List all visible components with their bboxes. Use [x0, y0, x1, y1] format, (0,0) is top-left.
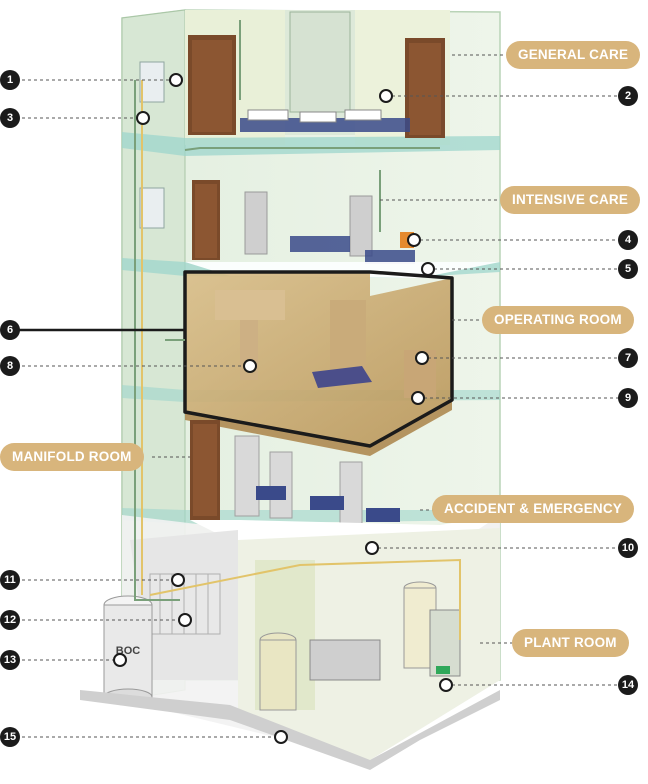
marker-4: 4: [618, 230, 638, 250]
pin-14: [439, 678, 453, 692]
label-plant-room: PLANT ROOM: [512, 629, 629, 657]
marker-6: 6: [0, 320, 20, 340]
marker-3: 3: [0, 108, 20, 128]
pin-4: [407, 233, 421, 247]
pin-12: [178, 613, 192, 627]
pin-7: [415, 351, 429, 365]
marker-11: 11: [0, 570, 20, 590]
marker-5: 5: [618, 259, 638, 279]
pin-13: [113, 653, 127, 667]
pin-2: [379, 89, 393, 103]
marker-2: 2: [618, 86, 638, 106]
pin-3: [136, 111, 150, 125]
pin-5: [421, 262, 435, 276]
general-care-floor: [139, 11, 445, 138]
label-intensive-care: INTENSIVE CARE: [500, 186, 641, 214]
marker-13: 13: [0, 650, 20, 670]
pin-11: [171, 573, 185, 587]
marker-1: 1: [0, 70, 20, 90]
pin-9: [411, 391, 425, 405]
label-accident-emergency: ACCIDENT & EMERGENCY: [432, 495, 635, 523]
marker-7: 7: [618, 348, 638, 368]
pin-1: [169, 73, 183, 87]
marker-9: 9: [618, 388, 638, 408]
leader-lines: [16, 79, 628, 738]
marker-10: 10: [618, 538, 638, 558]
label-general-care: GENERAL CARE: [506, 41, 641, 69]
marker-8: 8: [0, 356, 20, 376]
pin-15: [274, 730, 288, 744]
marker-12: 12: [0, 610, 20, 630]
marker-14: 14: [618, 675, 638, 695]
marker-15: 15: [0, 727, 20, 747]
pin-8: [243, 359, 257, 373]
label-manifold-room: MANIFOLD ROOM: [0, 443, 144, 471]
label-operating-room: OPERATING ROOM: [482, 306, 634, 334]
pin-10: [365, 541, 379, 555]
gas-pipework: [134, 20, 461, 640]
